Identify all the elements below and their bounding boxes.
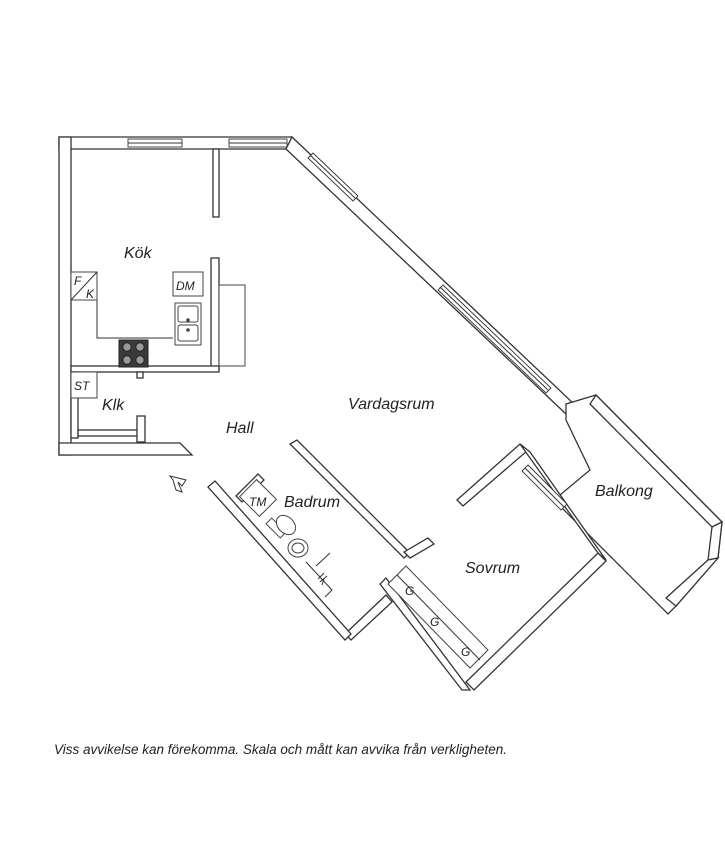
room-label-closet: Klk: [102, 397, 125, 414]
bathroom-fixtures: [238, 478, 333, 598]
wardrobe-label-2: G: [430, 615, 439, 629]
outer-walls: [58, 135, 724, 691]
room-label-balcony: Balkong: [595, 483, 653, 500]
room-label-bathroom: Badrum: [284, 494, 340, 511]
shower-icon: [305, 552, 333, 598]
dishwasher-label: DM: [176, 279, 195, 293]
washing-machine-label: TM: [249, 495, 266, 509]
wardrobe-label-1: G: [405, 584, 414, 598]
entrance-arrow-icon: [168, 475, 187, 493]
room-label-bedroom: Sovrum: [465, 560, 520, 577]
wardrobes: [387, 565, 489, 669]
kitchen-fixtures: [70, 271, 246, 399]
sink-icon: [174, 302, 202, 346]
storage-label: ST: [74, 379, 91, 393]
wardrobe-label-3: G: [461, 645, 470, 659]
toilet-icon: [265, 514, 297, 539]
windows: [127, 138, 568, 511]
room-label-kitchen: Kök: [124, 245, 153, 262]
stove-icon: [118, 339, 149, 368]
fridge-label: F: [74, 274, 82, 288]
freezer-label: K: [86, 287, 95, 301]
disclaimer-text: Viss avvikelse kan förekomma. Skala och …: [54, 742, 507, 757]
room-label-hall: Hall: [226, 420, 254, 437]
washbasin-icon: [287, 538, 309, 558]
room-label-living-room: Vardagsrum: [348, 396, 435, 413]
